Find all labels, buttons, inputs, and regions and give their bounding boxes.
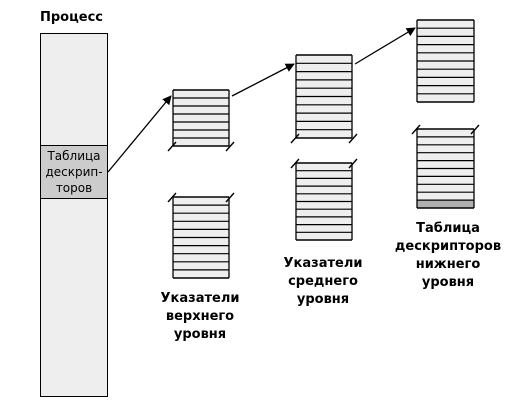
mid-level-upper-table (290, 54, 358, 144)
caption-low-line-1: Таблица (416, 221, 480, 236)
caption-low-line-3: нижнего (415, 257, 481, 272)
process-title: Процесс (40, 10, 103, 25)
arrow-mid-to-low (354, 27, 416, 65)
caption-low-line-4: уровня (421, 275, 475, 290)
caption-top-level: Указатели верхнего уровня (150, 290, 250, 344)
low-level-lower-table (411, 124, 480, 209)
caption-low-level: Таблица дескрипторов нижнего уровня (390, 220, 506, 292)
caption-mid-level: Указатели среднего уровня (273, 255, 373, 309)
top-level-lower-table (167, 192, 235, 279)
low-level-upper-table (416, 19, 475, 103)
descriptor-label-line-2: дескрип- (45, 165, 103, 179)
caption-mid-line-1: Указатели (283, 256, 363, 271)
caption-low-line-2: дескрипторов (394, 239, 502, 254)
caption-top-line-3: уровня (173, 327, 227, 342)
arrow-process-to-top (107, 95, 172, 173)
process-descriptor-table: Таблица дескрип- торов (40, 145, 108, 199)
highlighted-row (417, 200, 474, 208)
descriptor-label-line-1: Таблица (47, 149, 101, 163)
caption-top-line-1: Указатели (160, 291, 240, 306)
arrow-top-to-mid (231, 63, 295, 97)
mid-level-lower-table (290, 158, 358, 241)
top-level-upper-table (167, 89, 235, 152)
caption-mid-line-3: уровня (296, 292, 350, 307)
caption-mid-line-2: среднего (288, 274, 358, 289)
caption-top-line-2: верхнего (165, 309, 235, 324)
descriptor-label-line-3: торов (55, 181, 93, 195)
process-bar (40, 33, 108, 397)
